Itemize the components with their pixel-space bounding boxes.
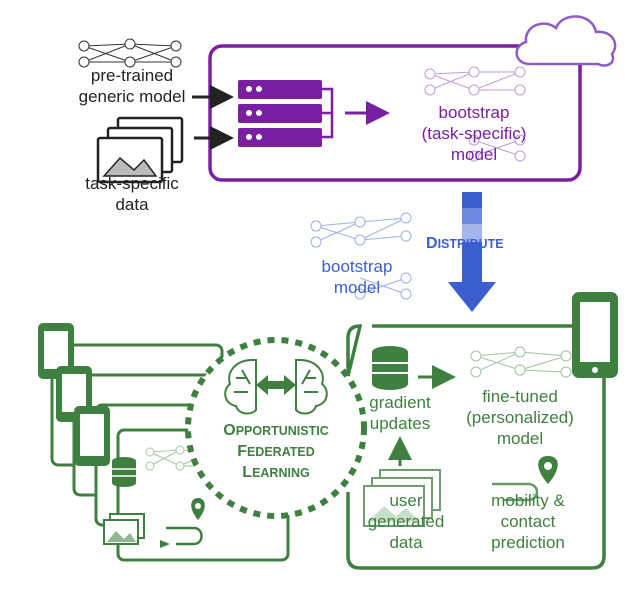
smartphone-icon bbox=[572, 292, 618, 378]
ofl-line3-rest: EARNING bbox=[252, 466, 310, 480]
bootstrap-task-label-line3: model bbox=[451, 145, 497, 164]
neural-network-icon bbox=[470, 346, 572, 378]
finetuned-label-line1: fine-tuned bbox=[482, 387, 558, 406]
bootstrap-model-label-line1: bootstrap bbox=[322, 257, 393, 276]
bootstrap-task-label-line1: bootstrap bbox=[439, 103, 510, 122]
photo-stack-icon bbox=[96, 116, 184, 184]
gradient-updates-line2: updates bbox=[370, 414, 431, 433]
map-pin-icon bbox=[191, 498, 205, 520]
brain-icon bbox=[224, 359, 257, 415]
ofl-label-line3: LEARNING bbox=[242, 464, 309, 481]
ofl-line2-first: F bbox=[237, 443, 247, 460]
user-data-label-line2: generated bbox=[368, 512, 445, 531]
exchange-arrow bbox=[256, 375, 296, 395]
route-icon bbox=[492, 482, 539, 502]
finetuned-label-line3: model bbox=[497, 429, 543, 448]
database-icon bbox=[112, 457, 136, 487]
mobility-label-line3: prediction bbox=[491, 533, 565, 552]
user-data-label-line3: data bbox=[389, 533, 423, 552]
finetuned-label-line2: (personalized) bbox=[466, 408, 574, 427]
map-pin-icon bbox=[538, 456, 558, 484]
pretrained-label-line1: pre-trained bbox=[91, 66, 173, 85]
ofl-line3-first: L bbox=[242, 464, 252, 481]
ofl-line1-rest: PPORTUNISTIC bbox=[236, 424, 329, 438]
mobility-label-line1: mobility & bbox=[491, 491, 565, 510]
pretrained-label-line2: generic model bbox=[79, 87, 186, 106]
mobility-label-line2: contact bbox=[501, 512, 556, 531]
cloud-server-box bbox=[208, 44, 582, 182]
neural-network-icon bbox=[310, 212, 412, 300]
cloud-icon bbox=[515, 15, 617, 67]
route-icon bbox=[160, 526, 203, 548]
ofl-label-line2: FEDERATED bbox=[237, 443, 315, 460]
distribute-label-rest: ISTRIBUTE bbox=[438, 237, 504, 251]
neural-network-icon bbox=[78, 38, 182, 68]
smartphone-icon bbox=[38, 323, 110, 466]
distribute-arrow bbox=[448, 192, 496, 312]
ofl-line1-first: O bbox=[223, 422, 235, 439]
task-data-label-line1: task-specific bbox=[85, 174, 179, 193]
bootstrap-model-label-line2: model bbox=[334, 278, 380, 297]
neural-network-icon bbox=[424, 66, 526, 162]
gradient-updates-line1: gradient bbox=[369, 393, 431, 412]
user-data-label-line1: user bbox=[389, 491, 422, 510]
bootstrap-task-label-line2: (task-specific) bbox=[422, 124, 527, 143]
brain-icon bbox=[295, 359, 328, 415]
photo-stack-icon bbox=[363, 469, 441, 527]
ofl-label-line1: OPPORTUNISTIC bbox=[223, 422, 329, 439]
task-data-label-line2: data bbox=[115, 195, 149, 214]
server-icon bbox=[238, 80, 334, 147]
database-icon bbox=[372, 346, 408, 390]
distribute-label: DISTRIBUTE bbox=[426, 235, 504, 252]
ofl-line2-rest: EDERATED bbox=[247, 445, 315, 459]
distribute-label-first: D bbox=[426, 235, 438, 252]
photo-stack-icon bbox=[103, 513, 145, 545]
